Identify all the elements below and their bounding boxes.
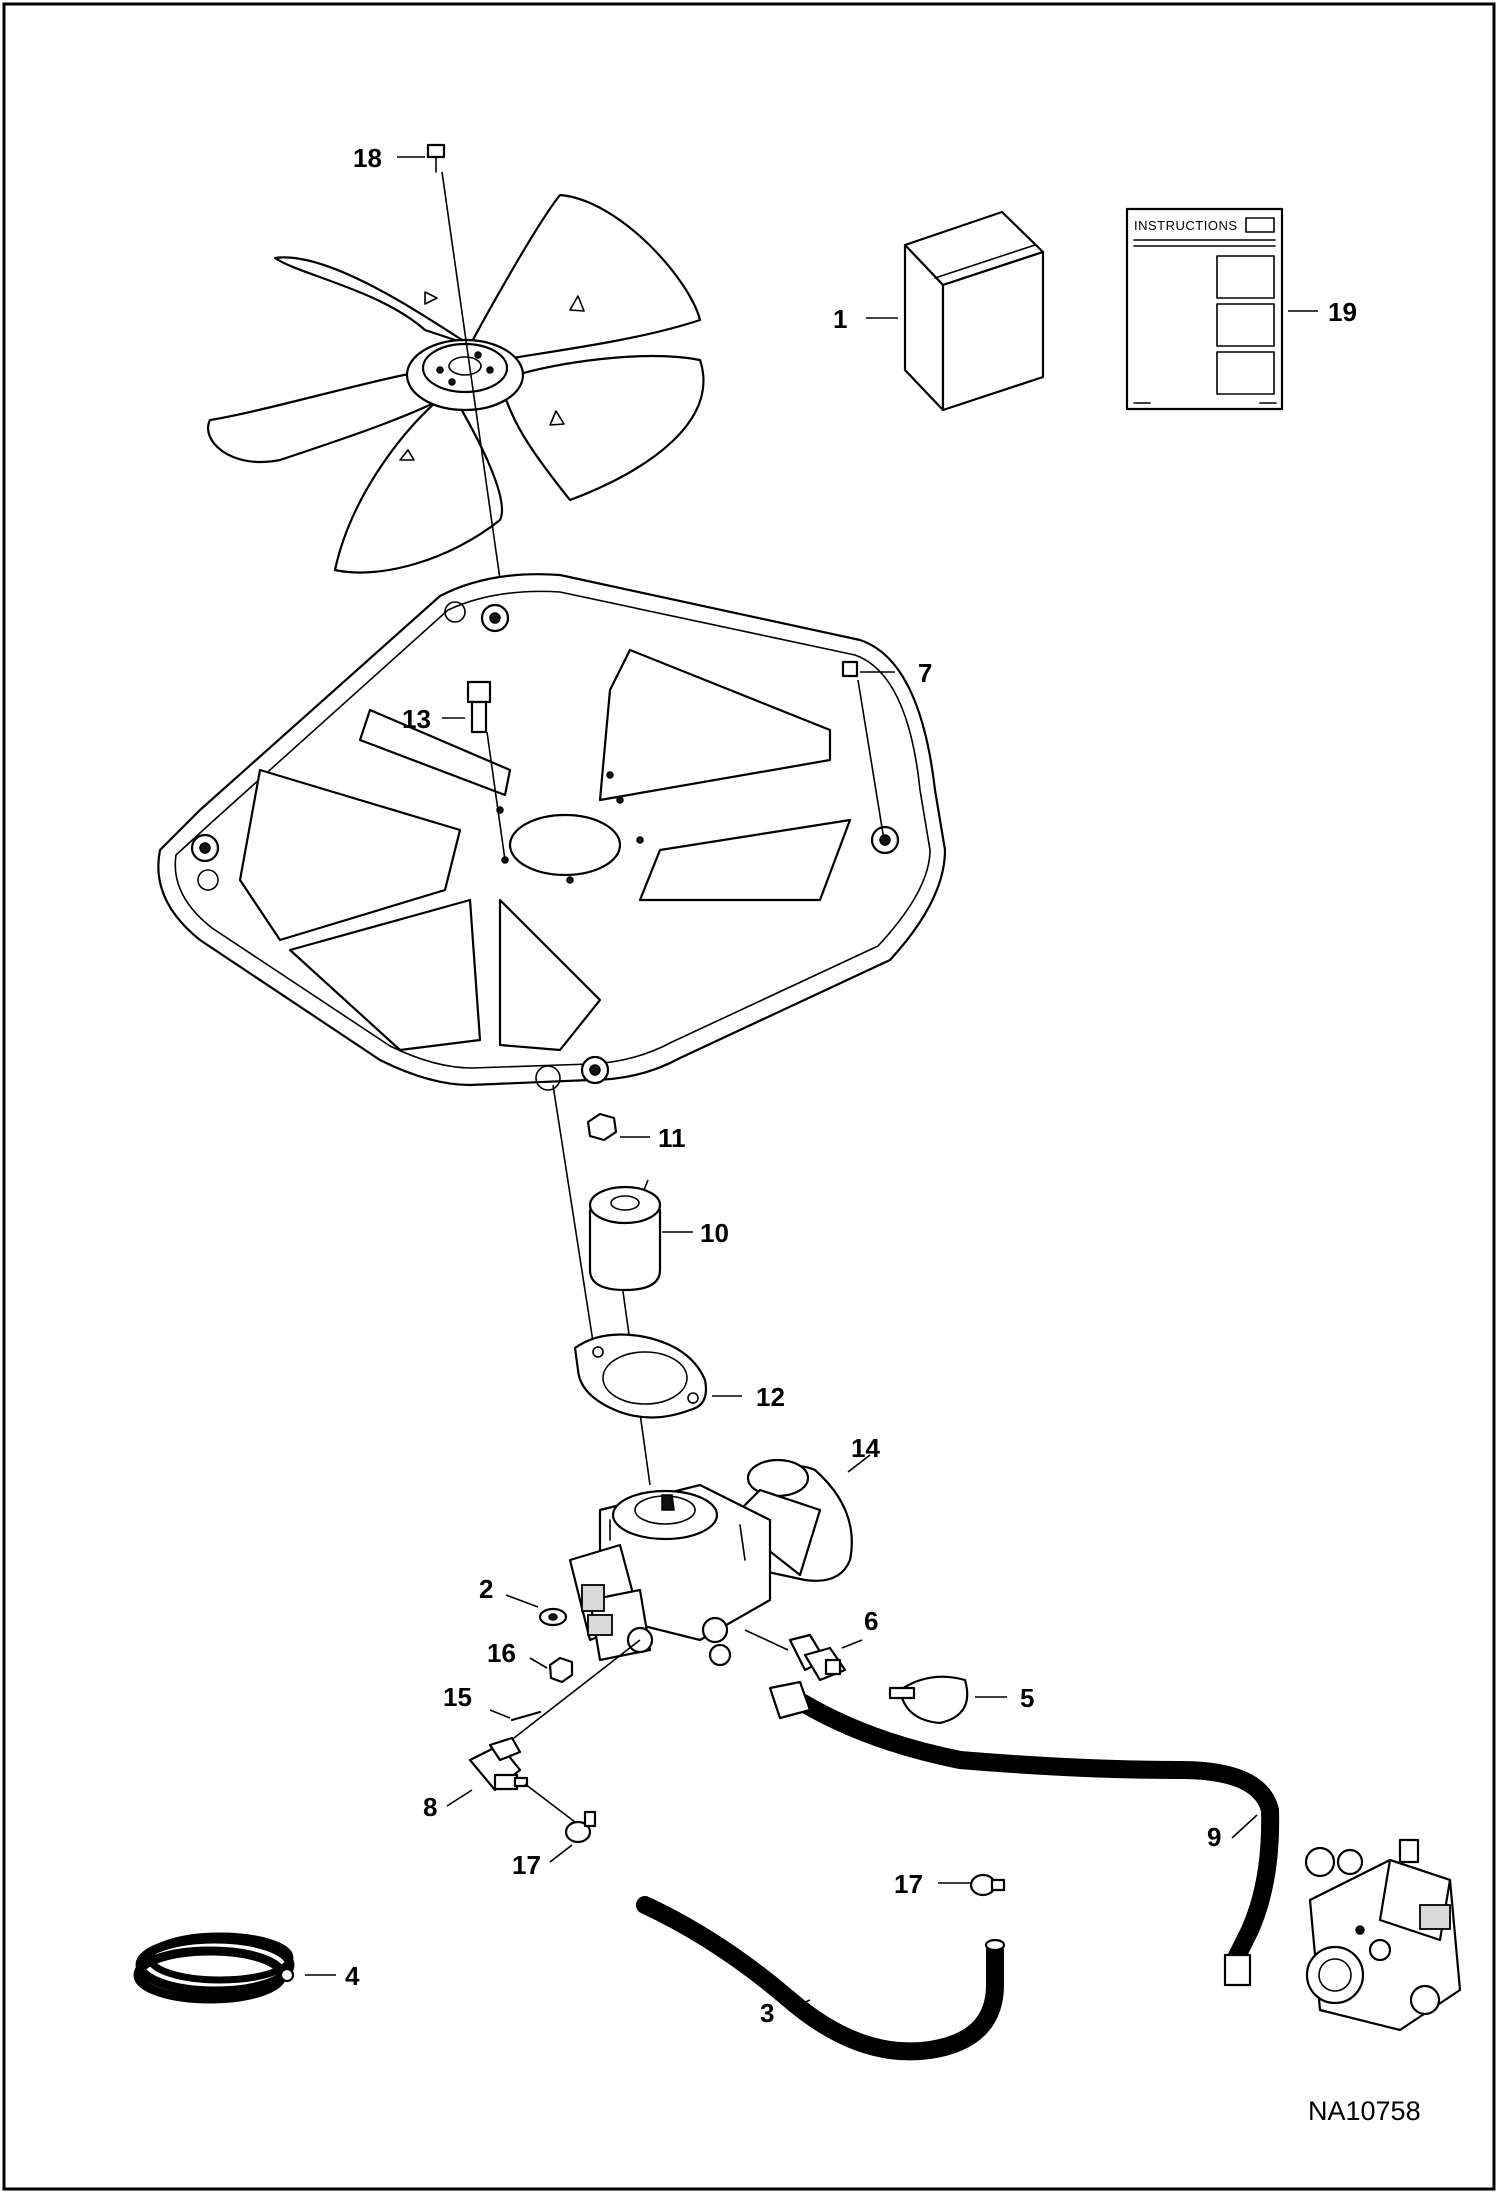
callout-5: 5 xyxy=(1020,1683,1034,1713)
gasket-part-12 xyxy=(573,1333,708,1419)
instructions-label: INSTRUCTIONS xyxy=(1134,218,1238,233)
elbow-fitting-part-8 xyxy=(468,1736,529,1792)
callout-19: 19 xyxy=(1328,297,1357,327)
callout-2: 2 xyxy=(479,1574,493,1604)
clamp-part-5 xyxy=(888,1675,969,1725)
callout-7: 7 xyxy=(918,658,932,688)
clip-nut-part-7 xyxy=(841,660,859,678)
callout-8: 8 xyxy=(423,1792,437,1822)
fan-blade-assembly xyxy=(207,193,705,574)
washer-part-2 xyxy=(538,1607,568,1627)
bolt-part-18 xyxy=(426,143,446,173)
callout-17-b: 17 xyxy=(894,1869,923,1899)
hose-part-3 xyxy=(636,1896,1006,2061)
callout-18: 18 xyxy=(353,143,382,173)
injection-pump xyxy=(1304,1838,1462,2032)
hose-part-9 xyxy=(768,1680,1280,1987)
callout-9: 9 xyxy=(1207,1822,1221,1852)
callout-17-a: 17 xyxy=(512,1850,541,1880)
hose-clamp-part-17-b xyxy=(969,1873,1006,1897)
callout-3: 3 xyxy=(760,1998,774,2028)
callout-4: 4 xyxy=(345,1961,360,1991)
instruction-sheet-part-19: INSTRUCTIONS xyxy=(1125,207,1284,411)
coupler-part-10 xyxy=(588,1185,662,1292)
nut-part-16 xyxy=(548,1656,574,1684)
hose-clamp-part-17-a xyxy=(564,1810,597,1844)
callout-14: 14 xyxy=(851,1433,880,1463)
callout-11: 11 xyxy=(658,1123,686,1153)
document-id: NA10758 xyxy=(1308,2096,1421,2126)
fitting-part-6 xyxy=(788,1633,847,1682)
callout-13: 13 xyxy=(402,704,431,734)
hose-coil-part-4 xyxy=(133,1932,295,2004)
callout-1: 1 xyxy=(833,304,847,334)
callout-16: 16 xyxy=(487,1638,516,1668)
box-part-1 xyxy=(903,210,1045,412)
nut-part-11 xyxy=(586,1112,618,1142)
mounting-plate xyxy=(157,573,947,1091)
pump-motor-part-14 xyxy=(568,1458,853,1667)
callout-15: 15 xyxy=(443,1682,472,1712)
callout-6: 6 xyxy=(864,1606,878,1636)
bolt-part-13 xyxy=(466,680,492,734)
callout-12: 12 xyxy=(756,1382,785,1412)
pin-part-15 xyxy=(510,1710,542,1722)
callout-10: 10 xyxy=(700,1218,729,1248)
